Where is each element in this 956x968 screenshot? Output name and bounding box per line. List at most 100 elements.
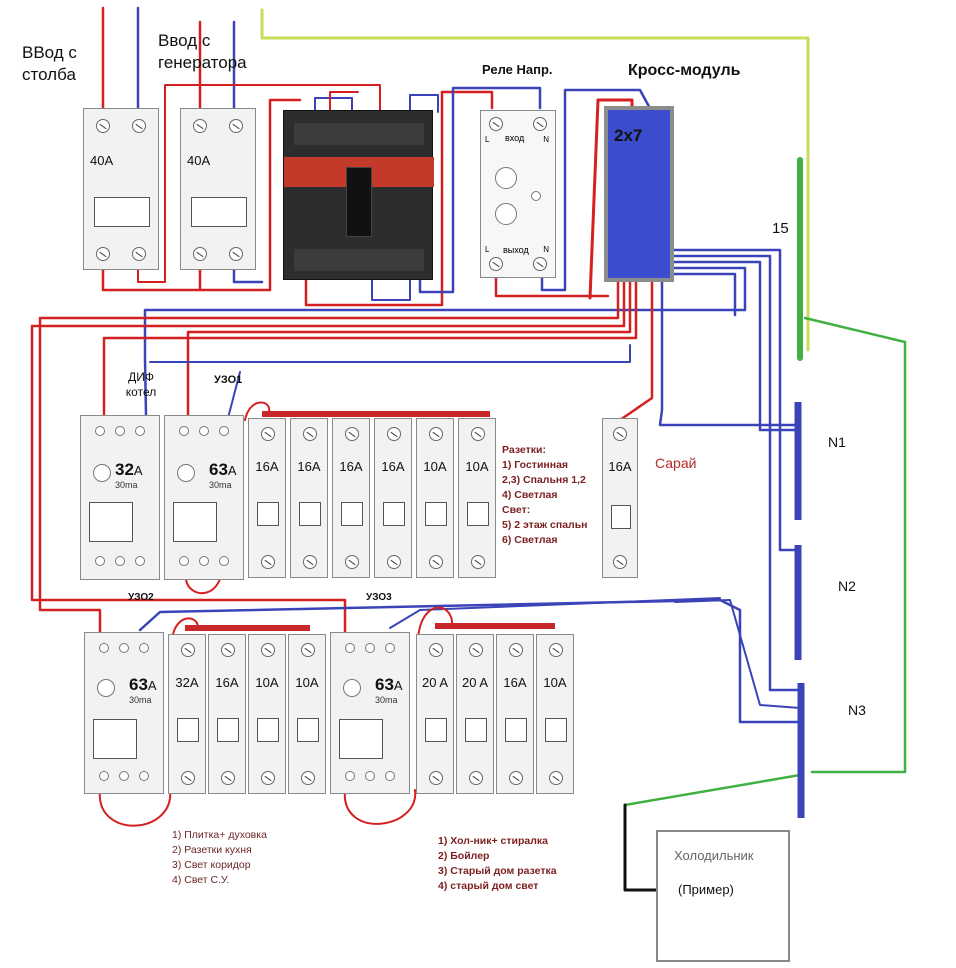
breaker: 16A: [208, 634, 246, 794]
rcd-lever[interactable]: [339, 719, 383, 759]
neutral-row-1: [149, 344, 631, 363]
breaker: 20 A: [416, 634, 454, 794]
cross-module-size: 2x7: [614, 126, 643, 145]
label-n3: N3: [848, 702, 866, 718]
label-input-generator: Ввод с генератора: [158, 31, 247, 72]
rcd-rating: 32A: [115, 460, 143, 479]
breaker: 10A: [288, 634, 326, 794]
breaker-rating: 10A: [543, 675, 567, 690]
module-phase-out-5: [618, 278, 654, 422]
cross-module: 2x7: [604, 106, 674, 282]
breaker-lever[interactable]: [299, 502, 321, 526]
breaker-rating: 16A: [381, 459, 405, 474]
breaker: 10A: [458, 418, 496, 578]
module-phase-out-3: [186, 278, 632, 420]
fridge-example: (Пример): [678, 882, 734, 897]
neutral-link-1: [137, 84, 381, 283]
breaker-lever[interactable]: [383, 502, 405, 526]
breaker-lever[interactable]: [425, 502, 447, 526]
breaker-lever[interactable]: [425, 718, 447, 742]
label-input-pole: ВВод с столба: [22, 43, 77, 84]
switch-knob[interactable]: [346, 167, 372, 237]
breaker: 16A: [248, 418, 286, 578]
breaker: 10A: [536, 634, 574, 794]
label-uzo1: УЗО1: [214, 374, 243, 386]
neutral-link-2: [232, 268, 264, 284]
breaker-rating: 32A: [175, 675, 199, 690]
breaker-rating: 40A: [90, 153, 114, 168]
label-uzo3: УЗО3: [366, 592, 392, 603]
module-phase-out-1: [38, 278, 620, 642]
label-cross-module: Кросс-модуль: [628, 62, 741, 79]
breaker: 10A: [416, 418, 454, 578]
module-phase-out-2: [30, 278, 626, 642]
rcd-uzo3: 63A 30ma: [330, 632, 410, 794]
breaker-lever[interactable]: [341, 502, 363, 526]
label-uzo2: УЗО2: [128, 592, 154, 603]
neutral-switch-bottom: [371, 279, 411, 301]
breaker-rating: 10A: [295, 675, 319, 690]
loop-uzo2: [98, 789, 172, 827]
relay-knob[interactable]: [495, 167, 517, 189]
input-breaker-pole: 40A: [83, 108, 159, 270]
switch-top-wires-2: [409, 94, 439, 113]
breaker-lever[interactable]: [257, 718, 279, 742]
breaker: 16A: [496, 634, 534, 794]
module-neutral-out-4: [143, 266, 747, 417]
breaker-lever[interactable]: [611, 505, 631, 529]
breaker: 32A: [168, 634, 206, 794]
rcd-rating: 63A: [375, 675, 403, 694]
breaker-rating: 40A: [187, 153, 211, 168]
relay-knob-2[interactable]: [495, 203, 517, 225]
breaker: 16A: [374, 418, 412, 578]
ground-wire-fridge: [623, 773, 802, 807]
breaker-rating: 10A: [465, 459, 489, 474]
breaker-lever[interactable]: [467, 502, 489, 526]
label-dif-boiler: ДИФ котел: [125, 370, 157, 399]
neutral-switch-relay: [418, 86, 542, 294]
breaker-lever[interactable]: [505, 718, 527, 742]
switch-top-wires: [314, 97, 353, 113]
rcd-rating: 63A: [209, 460, 237, 479]
module-neutral-dif: [658, 278, 802, 427]
breaker: 16A: [332, 418, 370, 578]
breaker: 20 A: [456, 634, 494, 794]
rcd-lever[interactable]: [89, 502, 133, 542]
breaker-lever[interactable]: [191, 197, 247, 227]
breaker-lever[interactable]: [177, 718, 199, 742]
breaker-lever[interactable]: [257, 502, 279, 526]
breaker-lever[interactable]: [217, 718, 239, 742]
breaker-lever[interactable]: [465, 718, 487, 742]
fridge-wire: [623, 803, 662, 892]
rcd-lever[interactable]: [173, 502, 217, 542]
breaker-lever[interactable]: [545, 718, 567, 742]
phase-link-1: [101, 98, 302, 292]
label-n2: N2: [838, 578, 856, 594]
breaker-rating: 10A: [255, 675, 279, 690]
loop-row2-b: [417, 606, 454, 641]
neutral-uzo1: [227, 371, 241, 419]
breaker-rating: 20 A: [421, 675, 449, 690]
input-breaker-generator: 40A: [180, 108, 256, 270]
breaker-rating: 16A: [503, 675, 527, 690]
label-voltage-relay: Реле Напр.: [482, 62, 553, 77]
breaker-rating: 10A: [423, 459, 447, 474]
module-phase-out-4: [102, 278, 638, 420]
phase-switch-relay-2: [440, 90, 494, 110]
fridge-box: Холодильник (Пример): [656, 830, 790, 962]
neutral-n2-link: [674, 599, 801, 709]
ground-wire: [803, 316, 907, 774]
label-shed: Сарай: [655, 455, 697, 471]
rcd-dif-boiler: 32A 30ma: [80, 415, 160, 580]
breaker-lever[interactable]: [297, 718, 319, 742]
rcd-lever[interactable]: [93, 719, 137, 759]
label-ground-bus: 15: [772, 220, 789, 237]
breaker-shed: 16A: [602, 418, 638, 578]
breaker-lever[interactable]: [94, 197, 150, 227]
voltage-relay: L вход N L выход N: [480, 110, 556, 278]
breaker-rating: 16A: [339, 459, 363, 474]
rcd-uzo2: 63A 30ma: [84, 632, 164, 794]
